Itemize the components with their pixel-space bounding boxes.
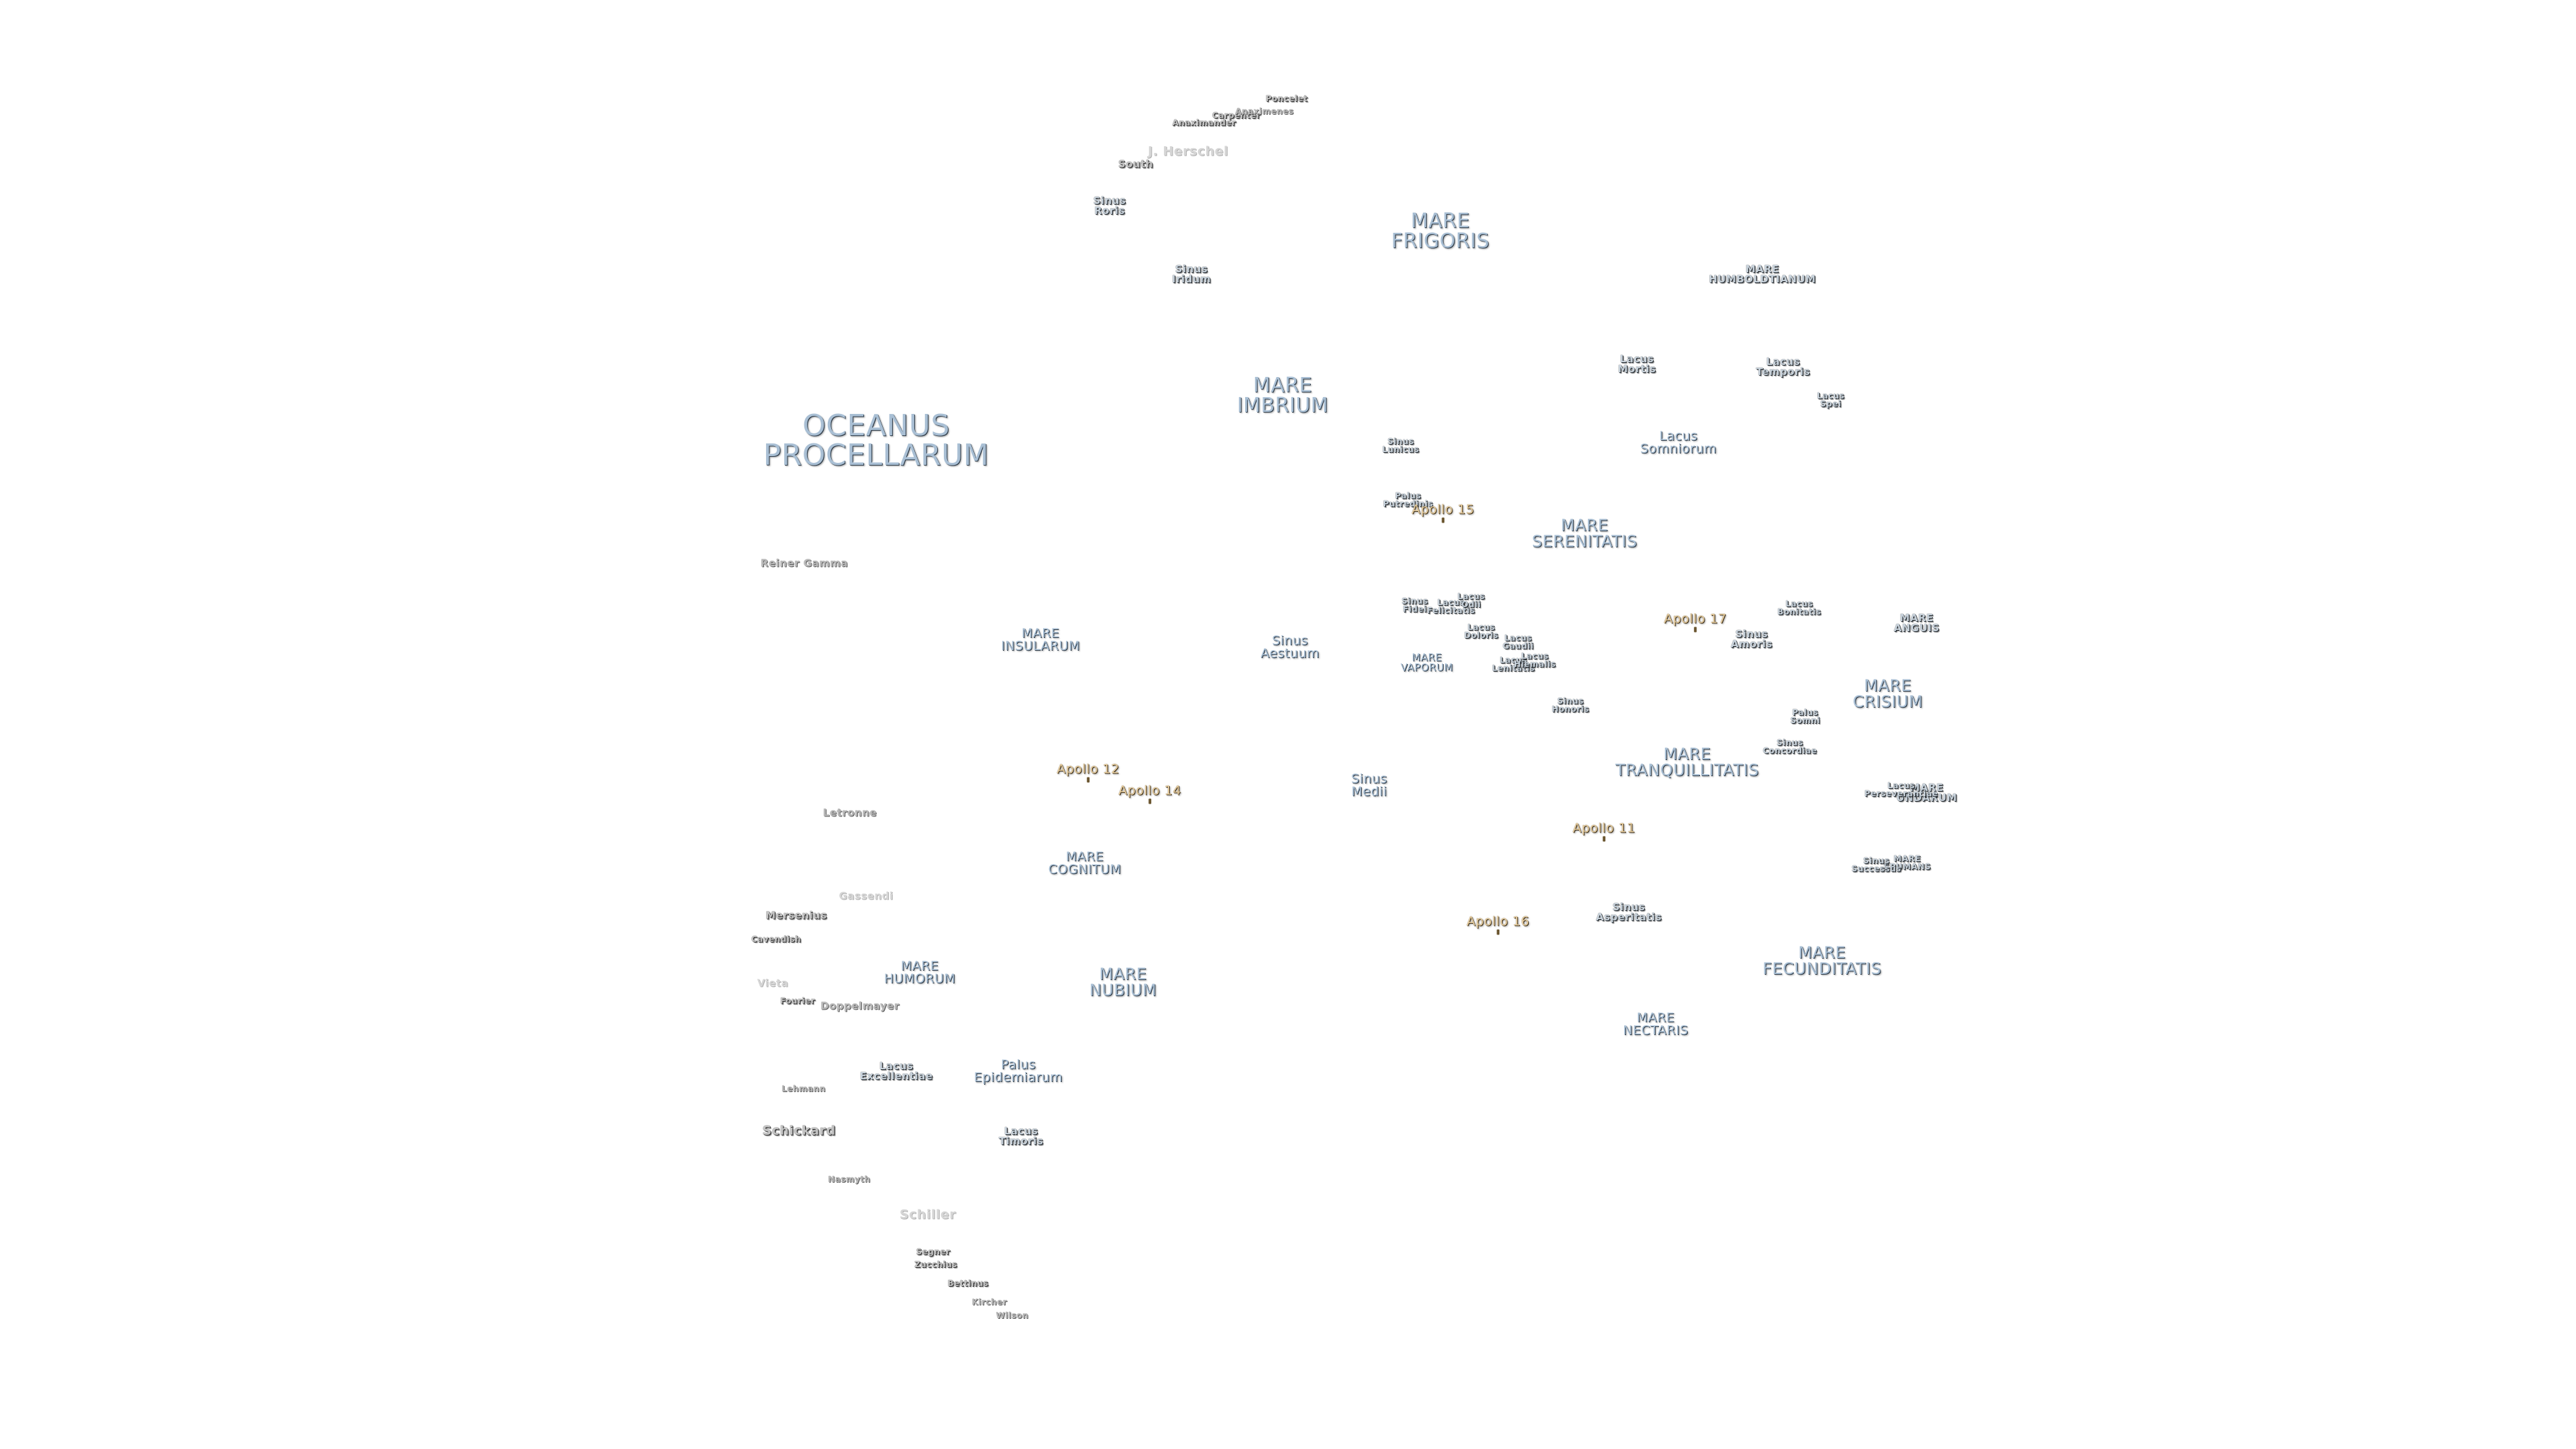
label-palus-somni: Palus Somni bbox=[1790, 708, 1821, 725]
label-crater-anaximander: Anaximander bbox=[1172, 118, 1236, 127]
label-crater-gassendi: Gassendi bbox=[839, 890, 894, 902]
label-crater-south: South bbox=[1118, 158, 1154, 170]
label-crater-kircher: Kircher bbox=[971, 1297, 1008, 1307]
label-mare-anguis: MARE ANGUIS bbox=[1893, 612, 1940, 634]
landing-site-pin-icon bbox=[1148, 798, 1151, 804]
apollo-14-marker: Apollo 14 bbox=[1118, 784, 1181, 804]
label-lacus-temporis: Lacus Temporis bbox=[1756, 356, 1811, 378]
label-mare-vaporum: MARE VAPORUM bbox=[1400, 651, 1454, 674]
label-lacus-somniorum: Lacus Somniorum bbox=[1640, 429, 1717, 456]
landing-site-pin-icon bbox=[1497, 929, 1499, 935]
label-oceanus-procellarum: OCEANUS PROCELLARUM bbox=[763, 409, 989, 472]
label-crater-lehmann: Lehmann bbox=[782, 1084, 826, 1093]
label-lacus-odii: Lacus Odii bbox=[1457, 592, 1485, 609]
label-mare-crisium: MARE CRISIUM bbox=[1852, 676, 1923, 711]
apollo-12-marker: Apollo 12 bbox=[1057, 763, 1120, 783]
label-lacus-gaudii: Lacus Gaudii bbox=[1502, 633, 1534, 651]
label-mare-tranquillitatis: MARE TRANQUILLITATIS bbox=[1615, 745, 1759, 780]
apollo-15-marker: Apollo 15 bbox=[1411, 503, 1474, 523]
label-crater-vieta: Vieta bbox=[757, 977, 789, 989]
label-crater-fourier: Fourier bbox=[780, 996, 816, 1006]
label-palus-epidemiarum: Palus Epidemiarum bbox=[973, 1057, 1063, 1085]
label-crater-anaximenes: Anaximenes bbox=[1235, 107, 1294, 116]
label-sinus-aestuum: Sinus Aestuum bbox=[1260, 633, 1320, 661]
landing-site-pin-icon bbox=[1442, 517, 1444, 523]
label-crater-carpenter: Carpenter bbox=[1212, 111, 1261, 120]
apollo-17-marker: Apollo 17 bbox=[1664, 612, 1727, 633]
label-palus-putredinis: Palus Putredinis bbox=[1383, 491, 1434, 508]
label-lacus-excellentiae: Lacus Excellentiae bbox=[859, 1060, 933, 1082]
label-mare-spumans: MARE SPUMANS bbox=[1883, 854, 1931, 871]
label-lacus-lenitatis: Lacus Lenitatis bbox=[1492, 655, 1535, 673]
label-reiner-gamma: Reiner Gamma bbox=[760, 557, 849, 570]
label-crater-cavendish: Cavendish bbox=[751, 934, 802, 944]
label-crater-mersenius: Mersenius bbox=[765, 909, 827, 922]
label-lacus-doloris: Lacus Doloris bbox=[1464, 623, 1499, 640]
label-mare-undarum: MARE UNDARUM bbox=[1896, 782, 1957, 804]
label-sinus-medii: Sinus Medii bbox=[1351, 771, 1387, 799]
label-mare-insularum: MARE INSULARUM bbox=[1001, 626, 1080, 653]
label-lacus-timoris: Lacus Timoris bbox=[998, 1125, 1044, 1147]
label-mare-fecunditatis: MARE FECUNDITATIS bbox=[1762, 943, 1882, 978]
landing-site-pin-icon bbox=[1603, 836, 1605, 842]
label-mare-nectaris: MARE NECTARIS bbox=[1623, 1010, 1688, 1038]
apollo-16-marker: Apollo 16 bbox=[1466, 915, 1529, 935]
label-mare-serenitatis: MARE SERENITATIS bbox=[1532, 516, 1638, 551]
label-crater-poncelet: Poncelet bbox=[1265, 94, 1308, 103]
label-mare-cognitum: MARE COGNITUM bbox=[1048, 849, 1122, 877]
label-lacus-spei: Lacus Spei bbox=[1817, 391, 1845, 409]
label-crater-schickard: Schickard bbox=[762, 1123, 836, 1138]
label-crater-letronne: Letronne bbox=[822, 806, 877, 819]
label-sinus-roris: Sinus Roris bbox=[1093, 195, 1126, 217]
label-crater-nasmyth: Nasmyth bbox=[828, 1175, 871, 1184]
label-lacus-felicitatis: Lacus Felicitatis bbox=[1427, 598, 1475, 615]
label-sinus-honoris: Sinus Honoris bbox=[1552, 696, 1589, 714]
label-mare-imbrium: MARE IMBRIUM bbox=[1236, 374, 1329, 417]
label-mare-nubium: MARE NUBIUM bbox=[1089, 965, 1157, 1000]
label-mare-humboldtianum: MARE HUMBOLDTIANUM bbox=[1709, 263, 1816, 285]
label-sinus-amoris: Sinus Amoris bbox=[1730, 628, 1773, 650]
label-sinus-successus: Sinus Successus bbox=[1851, 856, 1902, 873]
label-sinus-iridum: Sinus Iridum bbox=[1171, 263, 1212, 285]
label-lacus-hiemalis: Lacus Hiemalis bbox=[1513, 651, 1556, 669]
label-sinus-asperitatis: Sinus Asperitatis bbox=[1595, 901, 1662, 923]
label-crater-zucchius: Zucchius bbox=[914, 1260, 957, 1269]
label-lacus-perseverantiae: Lacus Perseverantiae bbox=[1864, 781, 1938, 798]
label-lacus-mortis: Lacus Mortis bbox=[1617, 353, 1656, 375]
label-crater-bettinus: Bettinus bbox=[947, 1279, 989, 1288]
landing-site-pin-icon bbox=[1087, 777, 1089, 783]
label-sinus-lunicus: Sinus Lunicus bbox=[1382, 437, 1419, 454]
apollo-11-marker: Apollo 11 bbox=[1572, 822, 1635, 842]
label-crater-schiller: Schiller bbox=[899, 1207, 957, 1222]
label-crater-segner: Segner bbox=[916, 1247, 951, 1256]
label-sinus-fidei: Sinus Fidei bbox=[1401, 596, 1428, 614]
label-crater-j-herschel: J. Herschel bbox=[1147, 144, 1229, 159]
landing-site-pin-icon bbox=[1694, 627, 1697, 633]
label-lacus-bonitatis: Lacus Bonitatis bbox=[1777, 599, 1821, 616]
label-crater-wilson: Wilson bbox=[996, 1311, 1029, 1320]
label-crater-doppelmayer: Doppelmayer bbox=[820, 1000, 900, 1012]
label-mare-frigoris: MARE FRIGORIS bbox=[1391, 209, 1490, 253]
label-sinus-concordiae: Sinus Concordiae bbox=[1762, 738, 1817, 755]
label-mare-humorum: MARE HUMORUM bbox=[883, 959, 956, 986]
